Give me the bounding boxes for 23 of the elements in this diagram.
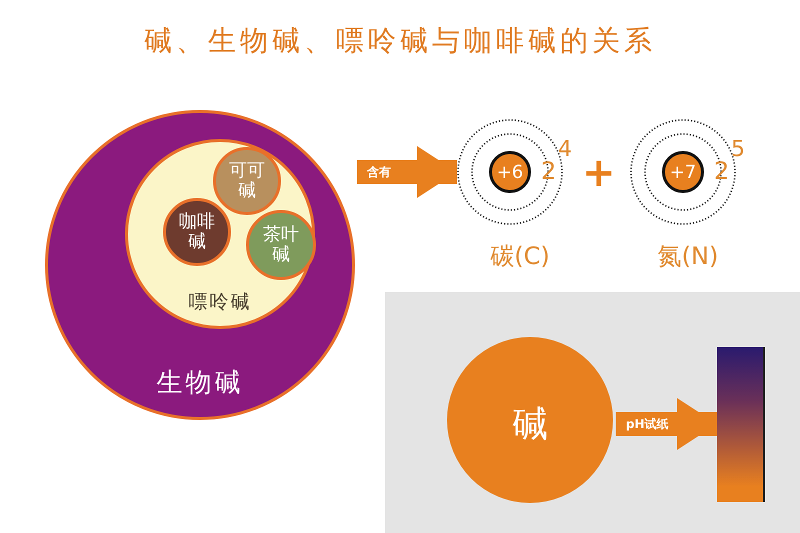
circle-label: 生物碱 bbox=[156, 367, 244, 400]
circle-label: 可可碱 bbox=[228, 161, 266, 201]
circle-label: 嘌呤碱 bbox=[188, 290, 252, 315]
title: 碱、生物碱、嘌呤碱与咖啡碱的关系 bbox=[143, 23, 657, 59]
circle-label: 碱 bbox=[511, 403, 549, 447]
element-label: 碳(C) bbox=[489, 241, 551, 272]
edge-label: 含有 bbox=[367, 164, 391, 180]
circle bbox=[246, 210, 316, 280]
block-arrow bbox=[357, 146, 457, 198]
plus-sign: + bbox=[582, 150, 616, 196]
electron-count: 2 bbox=[541, 157, 556, 185]
circle-label: 茶叶碱 bbox=[262, 225, 300, 265]
electron-count: 2 bbox=[714, 157, 730, 185]
circle bbox=[213, 147, 281, 215]
electron-count: 5 bbox=[731, 137, 745, 162]
block-arrow bbox=[616, 398, 717, 450]
ph-test-strip bbox=[717, 347, 765, 502]
element-label: 氮(N) bbox=[656, 241, 720, 272]
circle-label: 咖啡碱 bbox=[178, 212, 216, 252]
edge-label: pH试纸 bbox=[626, 416, 669, 432]
nucleus-circle: +7 bbox=[662, 151, 704, 193]
nucleus-circle: +6 bbox=[489, 151, 531, 193]
electron-count: 4 bbox=[558, 137, 572, 162]
